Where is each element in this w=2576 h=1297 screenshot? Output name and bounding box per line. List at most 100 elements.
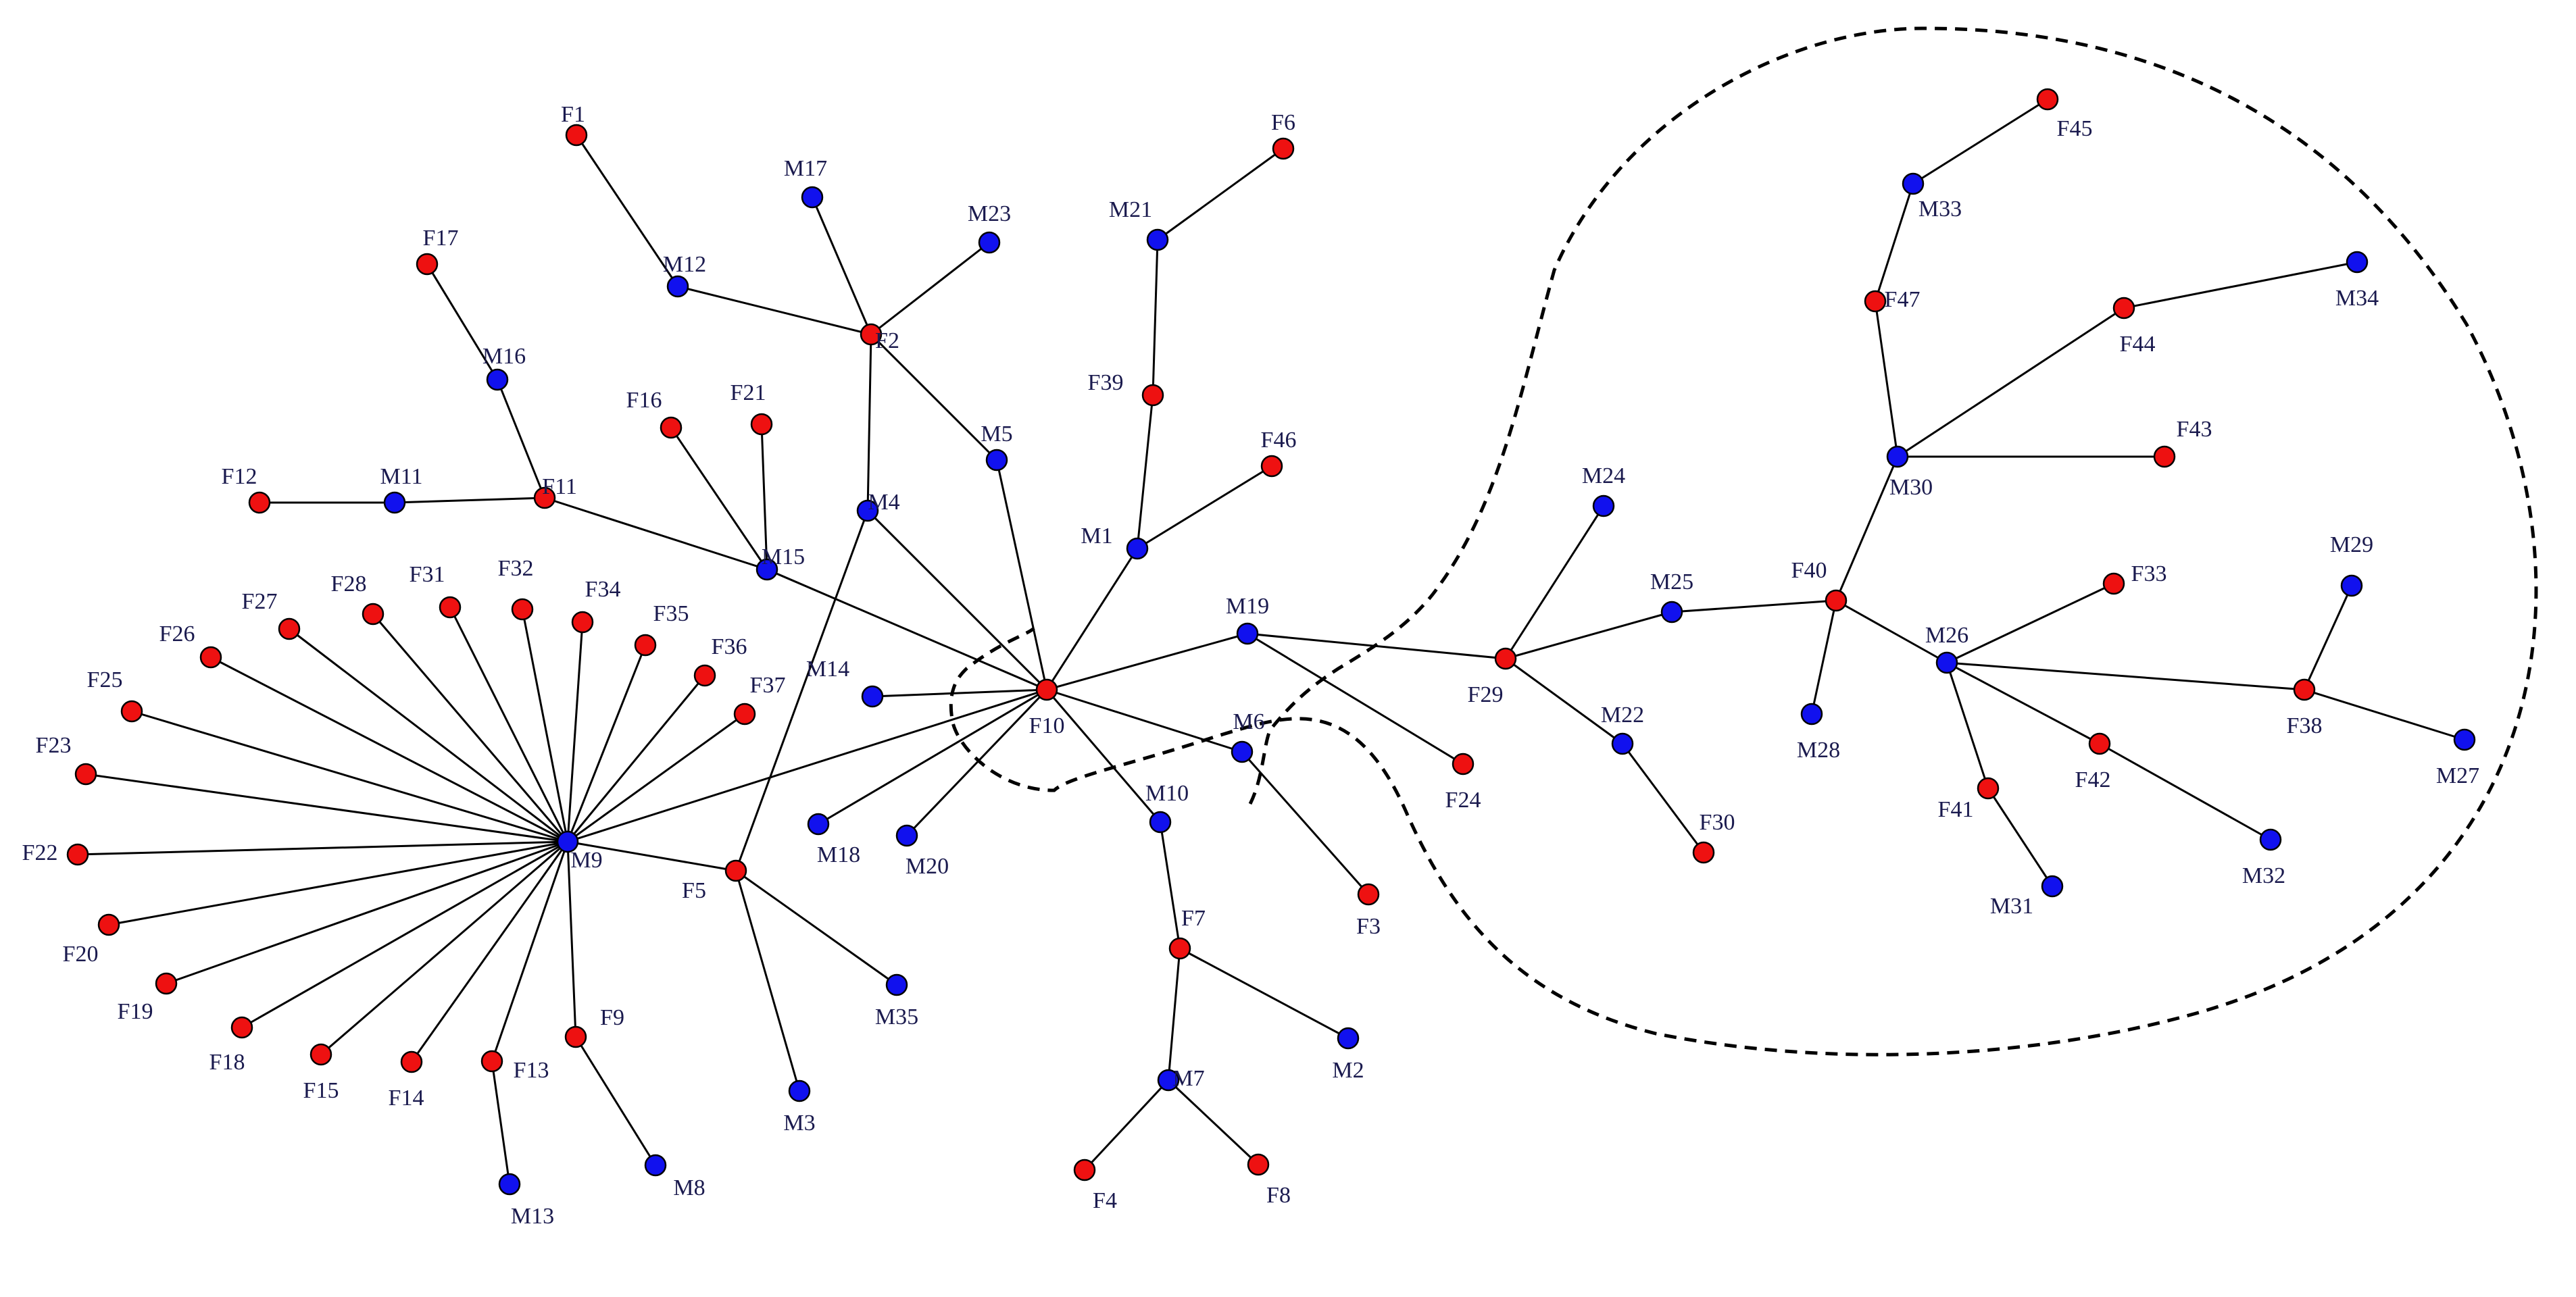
node-label-m25: M25 (1650, 569, 1693, 594)
edge-f21-m15 (760, 424, 768, 570)
node-label-f20: F20 (63, 942, 99, 967)
edge-m26-f33 (1946, 582, 2114, 664)
edge-m9-f20 (108, 840, 568, 926)
edge-f29-m22 (1505, 657, 1623, 745)
node-f42 (2088, 732, 2111, 755)
node-f34 (571, 611, 594, 634)
node-m16 (486, 368, 509, 391)
node-label-f45: F45 (2057, 116, 2093, 141)
node-label-m21: M21 (1109, 197, 1152, 222)
node-f24 (1452, 753, 1475, 775)
node-m12 (666, 275, 689, 298)
node-f40 (1825, 589, 1848, 612)
edge-m6-f3 (1241, 751, 1370, 895)
node-label-f35: F35 (653, 601, 689, 626)
node-f7 (1168, 937, 1191, 960)
edge-m25-f40 (1671, 599, 1837, 613)
edge-m9-f34 (566, 621, 584, 842)
node-label-f4: F4 (1093, 1188, 1117, 1213)
node-label-m15: M15 (762, 544, 805, 569)
node-label-m16: M16 (482, 344, 526, 369)
node-m6 (1231, 740, 1254, 763)
node-f36 (693, 664, 716, 687)
node-label-m11: M11 (380, 464, 423, 489)
node-label-f43: F43 (2177, 417, 2212, 442)
node-f14 (400, 1050, 423, 1073)
nodes-layer (66, 88, 2476, 1196)
edge-m30-f47 (1874, 301, 1899, 457)
node-label-f19: F19 (118, 999, 153, 1024)
node-m5 (985, 449, 1008, 472)
edge-m9-f28 (372, 613, 569, 842)
node-label-f37: F37 (750, 673, 786, 698)
node-f33 (2102, 572, 2125, 595)
node-m20 (895, 824, 918, 847)
edge-f13-m13 (491, 1061, 511, 1185)
node-f2 (860, 323, 883, 346)
node-label-f40: F40 (1791, 558, 1827, 583)
node-label-f18: F18 (209, 1050, 245, 1075)
node-label-m23: M23 (968, 201, 1011, 226)
node-f6 (1272, 137, 1295, 160)
node-label-m24: M24 (1582, 463, 1625, 488)
node-label-f25: F25 (87, 667, 123, 692)
node-label-f8: F8 (1266, 1183, 1291, 1208)
node-label-m2: M2 (1332, 1058, 1364, 1083)
node-f47 (1864, 290, 1887, 313)
edge-f29-m24 (1504, 505, 1605, 659)
edge-m9-f36 (566, 675, 706, 842)
node-label-f7: F7 (1181, 906, 1206, 931)
node-label-f14: F14 (389, 1086, 424, 1111)
edge-f17-m16 (426, 263, 499, 380)
node-f16 (660, 416, 683, 439)
edge-m4-f10 (866, 509, 1048, 691)
node-label-m1: M1 (1081, 524, 1112, 549)
node-label-f17: F17 (423, 226, 459, 251)
node-m25 (1660, 601, 1683, 624)
node-label-f11: F11 (542, 474, 577, 499)
node-m35 (885, 973, 908, 996)
edge-f42-m32 (2099, 742, 2271, 841)
node-label-m34: M34 (2335, 286, 2379, 311)
node-label-m27: M27 (2436, 763, 2479, 788)
node-label-f44: F44 (2120, 332, 2156, 357)
node-label-f26: F26 (159, 621, 195, 646)
edge-f16-m15 (670, 427, 768, 570)
node-f23 (74, 763, 97, 786)
node-m17 (801, 186, 824, 209)
node-label-f16: F16 (626, 388, 662, 413)
node-label-m33: M33 (1918, 197, 1962, 222)
node-label-f15: F15 (303, 1078, 339, 1103)
node-label-f39: F39 (1088, 370, 1124, 395)
node-m7 (1157, 1069, 1180, 1092)
node-f32 (511, 598, 534, 621)
node-label-f23: F23 (36, 733, 72, 758)
node-f5 (724, 859, 747, 882)
node-m27 (2453, 728, 2476, 751)
node-m9 (556, 830, 579, 853)
node-f28 (362, 603, 385, 626)
node-label-m14: M14 (806, 657, 849, 682)
edge-m9-f32 (521, 609, 569, 842)
node-m4 (856, 499, 879, 522)
edge-m9-f14 (410, 841, 569, 1063)
node-f25 (120, 700, 143, 723)
node-f17 (416, 253, 439, 276)
node-label-f3: F3 (1356, 914, 1381, 939)
node-m28 (1800, 703, 1823, 726)
edge-f2-m5 (870, 333, 998, 461)
node-f37 (733, 703, 756, 726)
edge-m26-f38 (1946, 661, 2305, 691)
edge-m6-f10 (1046, 688, 1243, 753)
edge-m7-f4 (1083, 1079, 1170, 1171)
edge-m15-f10 (766, 568, 1047, 691)
node-m1 (1126, 537, 1149, 560)
node-label-m4: M4 (868, 490, 899, 515)
node-f45 (2036, 88, 2059, 111)
node-label-f10: F10 (1029, 713, 1065, 738)
node-m10 (1149, 811, 1172, 834)
edge-m17-f2 (811, 197, 872, 335)
node-label-f22: F22 (22, 840, 58, 865)
edge-f5-m3 (735, 870, 801, 1092)
